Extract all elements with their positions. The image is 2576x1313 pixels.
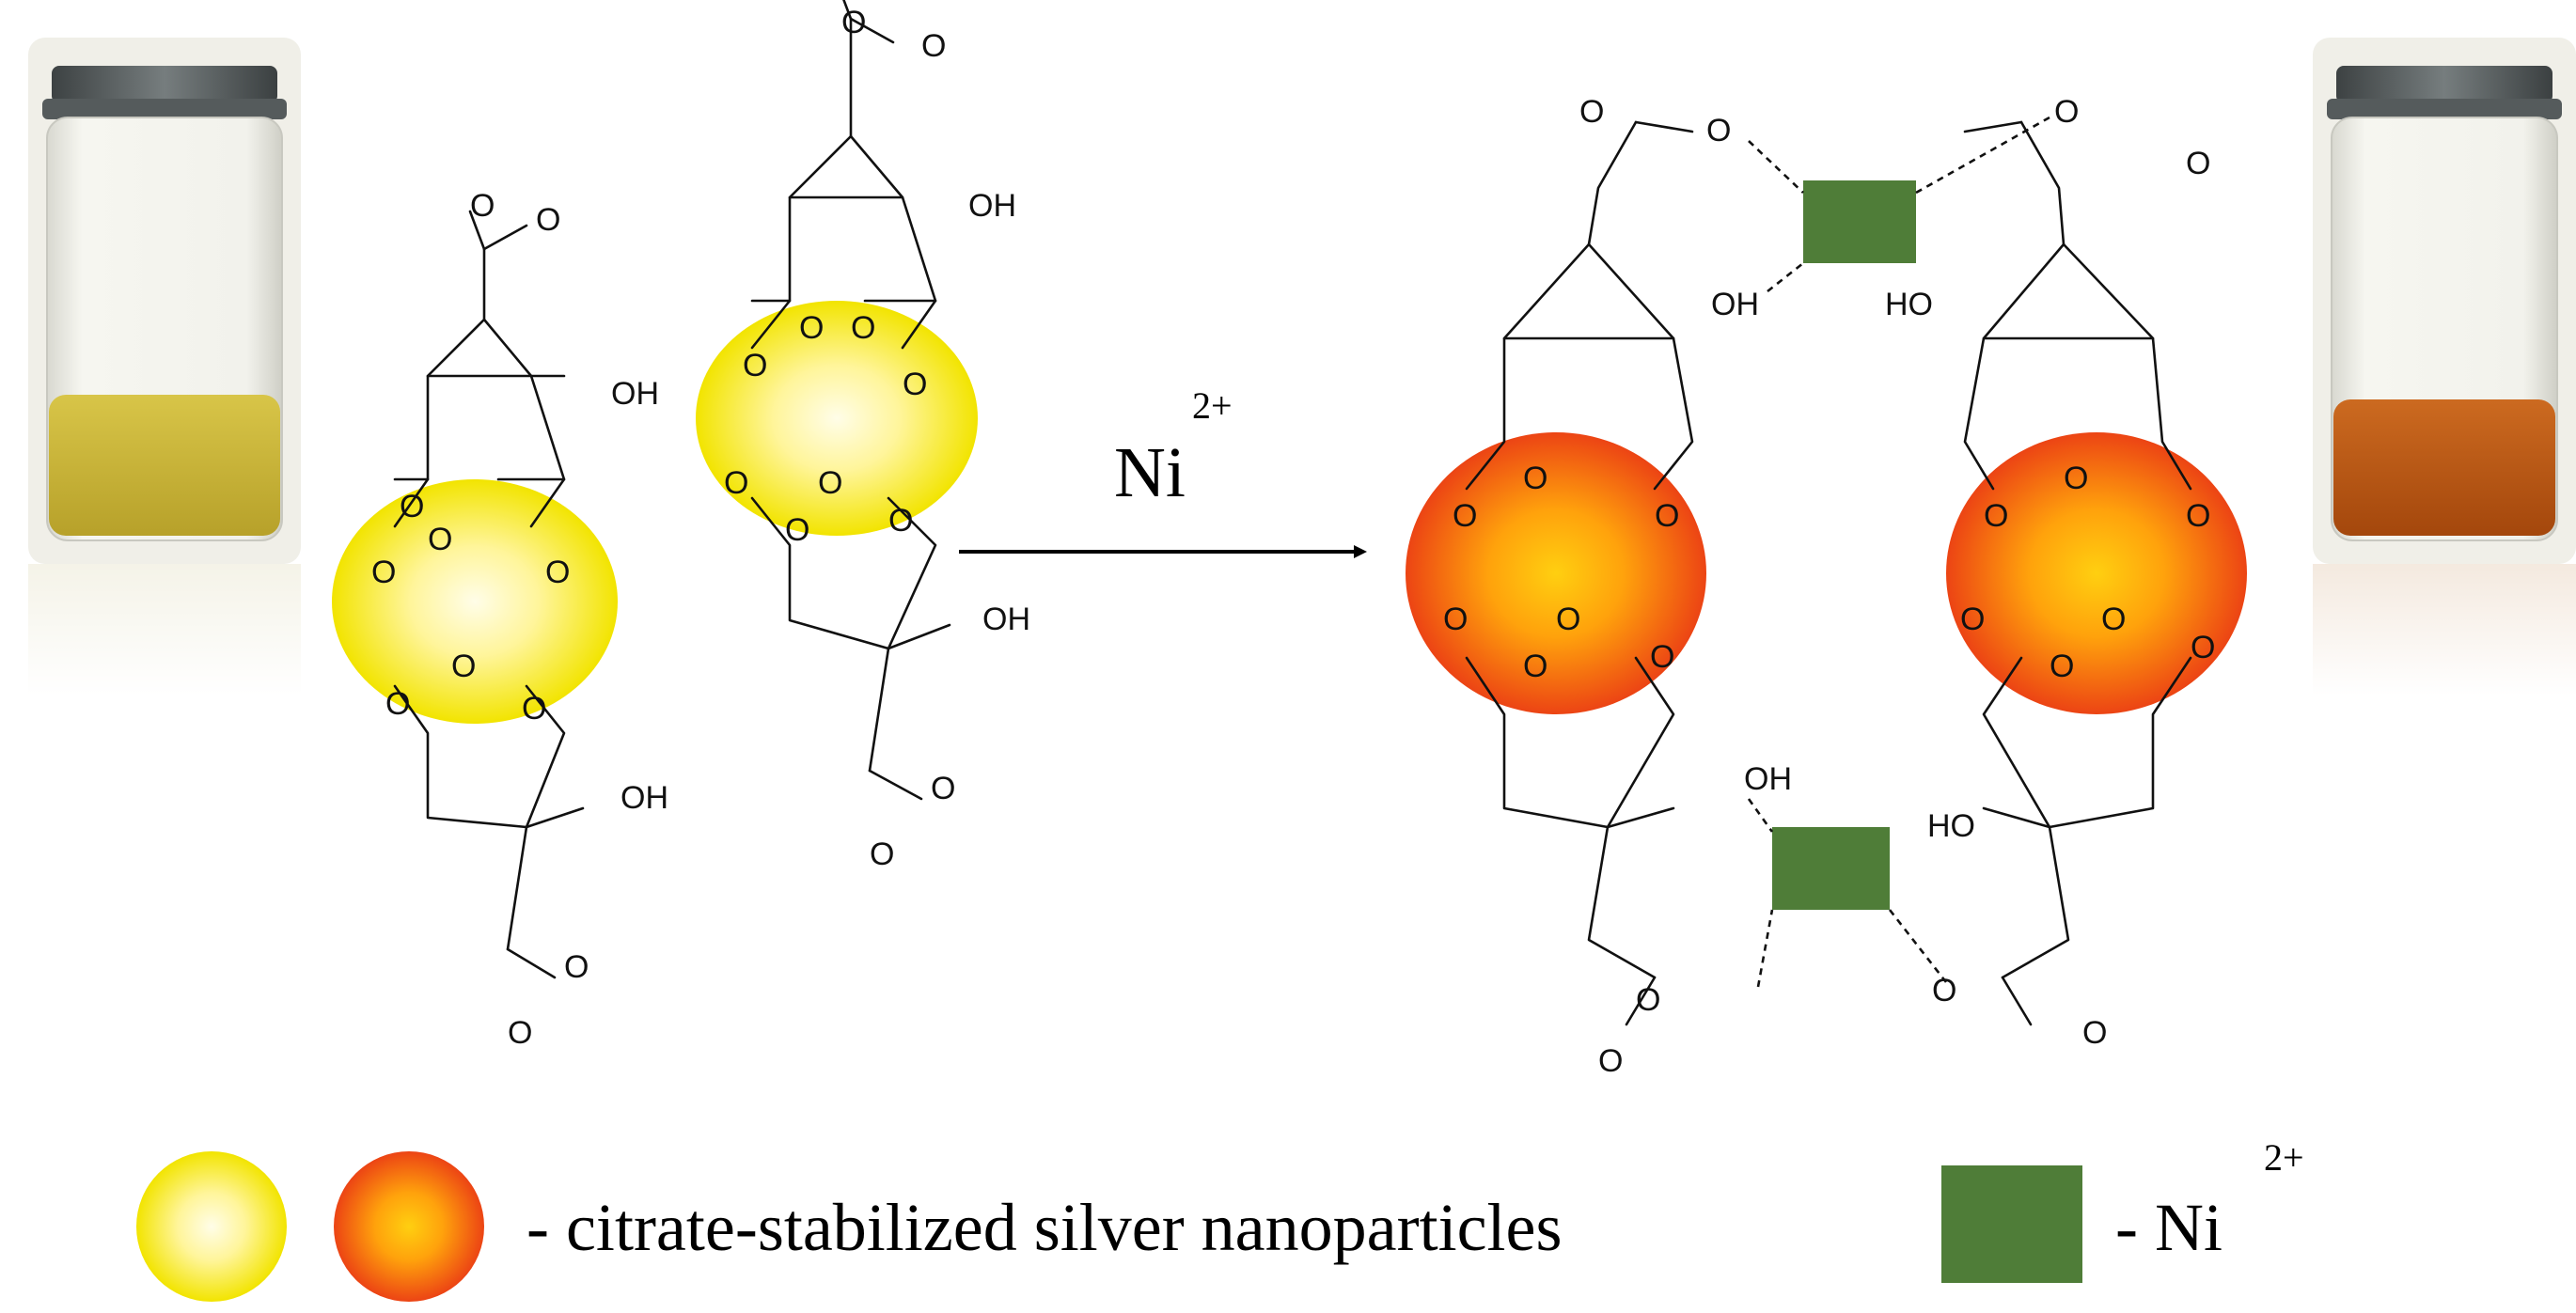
atom-O-minus: O bbox=[385, 686, 410, 722]
atom-HO: HO bbox=[1885, 287, 1933, 322]
legend-orange-nanoparticle bbox=[334, 1151, 484, 1302]
atom-OH: OH bbox=[611, 376, 659, 412]
atom-O-minus: O bbox=[2064, 461, 2088, 496]
atom-O: O bbox=[743, 348, 767, 383]
atom-O-minus: O bbox=[1655, 498, 1679, 534]
atom-O-minus: O bbox=[851, 310, 875, 346]
atom-O-minus: O bbox=[536, 202, 560, 238]
atom-O: O bbox=[2101, 602, 2126, 637]
atom-O: O bbox=[1960, 602, 1985, 637]
atom-OH: OH bbox=[1711, 287, 1759, 322]
legend-yellow-nanoparticle bbox=[136, 1151, 287, 1302]
atom-O-minus: O bbox=[1650, 639, 1674, 675]
atom-O: O bbox=[1598, 1043, 1623, 1079]
atom-O-minus: O bbox=[799, 310, 824, 346]
orange-nanoparticle-1 bbox=[1406, 432, 1706, 714]
legend: - citrate-stabilized silver nanoparticle… bbox=[136, 1136, 2304, 1302]
atom-O: O bbox=[1556, 602, 1580, 637]
atom-O: O bbox=[870, 836, 894, 872]
atom-OH: OH bbox=[1744, 761, 1792, 797]
legend-ni-charge: 2+ bbox=[2264, 1136, 2304, 1179]
legend-ni-square bbox=[1941, 1165, 2082, 1283]
ni-square-top bbox=[1803, 180, 1916, 263]
orange-nanoparticle-2 bbox=[1946, 432, 2247, 714]
atom-O-minus: O bbox=[903, 367, 927, 402]
atom-O-minus: O bbox=[1523, 649, 1547, 684]
atom-O: O bbox=[1443, 602, 1468, 637]
vial-before-photo bbox=[28, 38, 301, 696]
atom-O: O bbox=[1579, 94, 1604, 130]
atom-OH: OH bbox=[968, 188, 1016, 224]
atom-O: O bbox=[1932, 973, 1956, 1008]
atom-O-minus: O bbox=[545, 555, 570, 590]
atom-O-minus: O bbox=[888, 503, 913, 539]
atom-O: O bbox=[1984, 498, 2008, 534]
atom-HO: HO bbox=[1927, 808, 1975, 844]
atom-O: O bbox=[724, 465, 748, 501]
atom-OH: OH bbox=[620, 780, 668, 816]
atom-O: O bbox=[841, 5, 866, 40]
atom-O: O bbox=[818, 465, 842, 501]
atom-O: O bbox=[1636, 982, 1660, 1018]
ni-square-bottom bbox=[1772, 827, 1890, 910]
atom-O: O bbox=[451, 649, 476, 684]
vial-after-photo bbox=[2313, 38, 2576, 696]
citrate-nanoparticle-yellow-2: O O OH O O O O O O O O OH O O bbox=[696, 0, 1030, 872]
atom-O-minus: O bbox=[921, 28, 946, 64]
atom-O-minus: O bbox=[2050, 649, 2074, 684]
atom-O-minus: O bbox=[564, 949, 589, 985]
atom-OH: OH bbox=[982, 602, 1030, 637]
atom-O: O bbox=[400, 489, 424, 524]
atom-O: O bbox=[2054, 94, 2079, 130]
atom-O-minus: O bbox=[428, 522, 452, 557]
citrate-nanoparticle-yellow-1: O O OH O O O O O O O OH O O bbox=[332, 188, 668, 1051]
atom-O: O bbox=[1453, 498, 1477, 534]
product-aggregate: O O OH O O O O O O O OH O O O O HO O O O… bbox=[1406, 94, 2247, 1079]
atom-O: O bbox=[470, 188, 495, 224]
atom-O-minus: O bbox=[1523, 461, 1547, 496]
legend-nanoparticle-text: - citrate-stabilized silver nanoparticle… bbox=[526, 1190, 1563, 1265]
atom-O: O bbox=[2082, 1015, 2107, 1051]
legend-ni-text: - Ni bbox=[2115, 1190, 2223, 1265]
reagent-label: Ni bbox=[1114, 433, 1186, 512]
reagent-charge: 2+ bbox=[1192, 384, 1233, 427]
atom-O-minus: O bbox=[2191, 630, 2215, 665]
atom-O-minus: O bbox=[522, 691, 546, 727]
atom-O-minus: O bbox=[931, 771, 955, 806]
atom-O: O bbox=[508, 1015, 532, 1051]
atom-O: O bbox=[1706, 113, 1731, 148]
atom-O: O bbox=[371, 555, 396, 590]
atom-O: O bbox=[2186, 146, 2210, 181]
atom-O-minus: O bbox=[2186, 498, 2210, 534]
atom-O-minus: O bbox=[785, 512, 809, 548]
